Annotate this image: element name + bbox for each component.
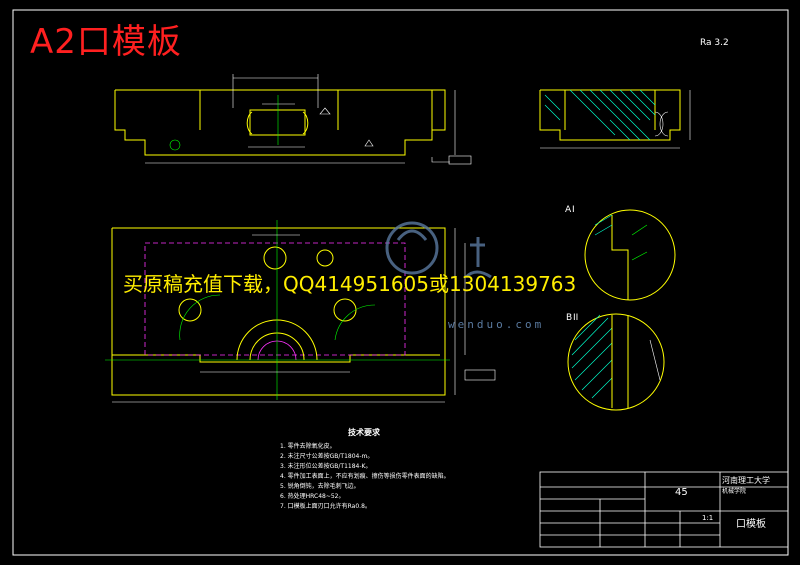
notes-title: 技术要求 (348, 428, 380, 437)
note-line: 2. 未注尺寸公差按GB/T1804-m。 (280, 453, 374, 460)
notes-list: 1. 零件去除氧化皮。 2. 未注尺寸公差按GB/T1804-m。 3. 未注形… (280, 442, 450, 512)
detail-II (567, 313, 665, 411)
front-view (114, 89, 446, 156)
drawing-border (12, 9, 789, 556)
side-section (539, 89, 681, 141)
note-line: 6. 热处理HRC48~52。 (280, 493, 345, 500)
school-cell: 河南理工大学 (722, 476, 770, 485)
note-line: 1. 零件去除氧化皮。 (280, 443, 336, 450)
roughness-symbol: Ra 3.2 (700, 38, 729, 48)
note-line: 7. 口模板上面刃口允许有Ra0.8。 (280, 503, 371, 510)
section-label-b: B (566, 313, 573, 323)
watermark-logo (385, 221, 492, 279)
plan-view (111, 227, 446, 396)
material-cell: 45 (675, 487, 688, 498)
part-name-cell: 口模板 (736, 519, 766, 530)
watermark-text: 买原稿充值下载，QQ414951605或1304139763 (123, 272, 577, 296)
section-label-a: A (565, 205, 572, 215)
detail-label-2: II (573, 313, 579, 323)
scale-cell: 1:1 (702, 514, 714, 522)
note-line: 4. 零件加工表面上，不应有划痕、擦伤等损伤零件表面的缺陷。 (280, 473, 450, 480)
watermark-site: wenduo.com (448, 318, 545, 331)
note-line: 5. 锐角倒钝，去除毛刺飞边。 (280, 483, 360, 490)
page-title: A2口模板 (30, 22, 182, 62)
detail-label-1: I (572, 205, 575, 215)
note-line: 3. 未注形位公差按GB/T1184-K。 (280, 463, 372, 470)
school-sub-cell: 机械学院 (722, 488, 747, 495)
title-block-grid (539, 471, 789, 548)
detail-I (584, 209, 676, 301)
